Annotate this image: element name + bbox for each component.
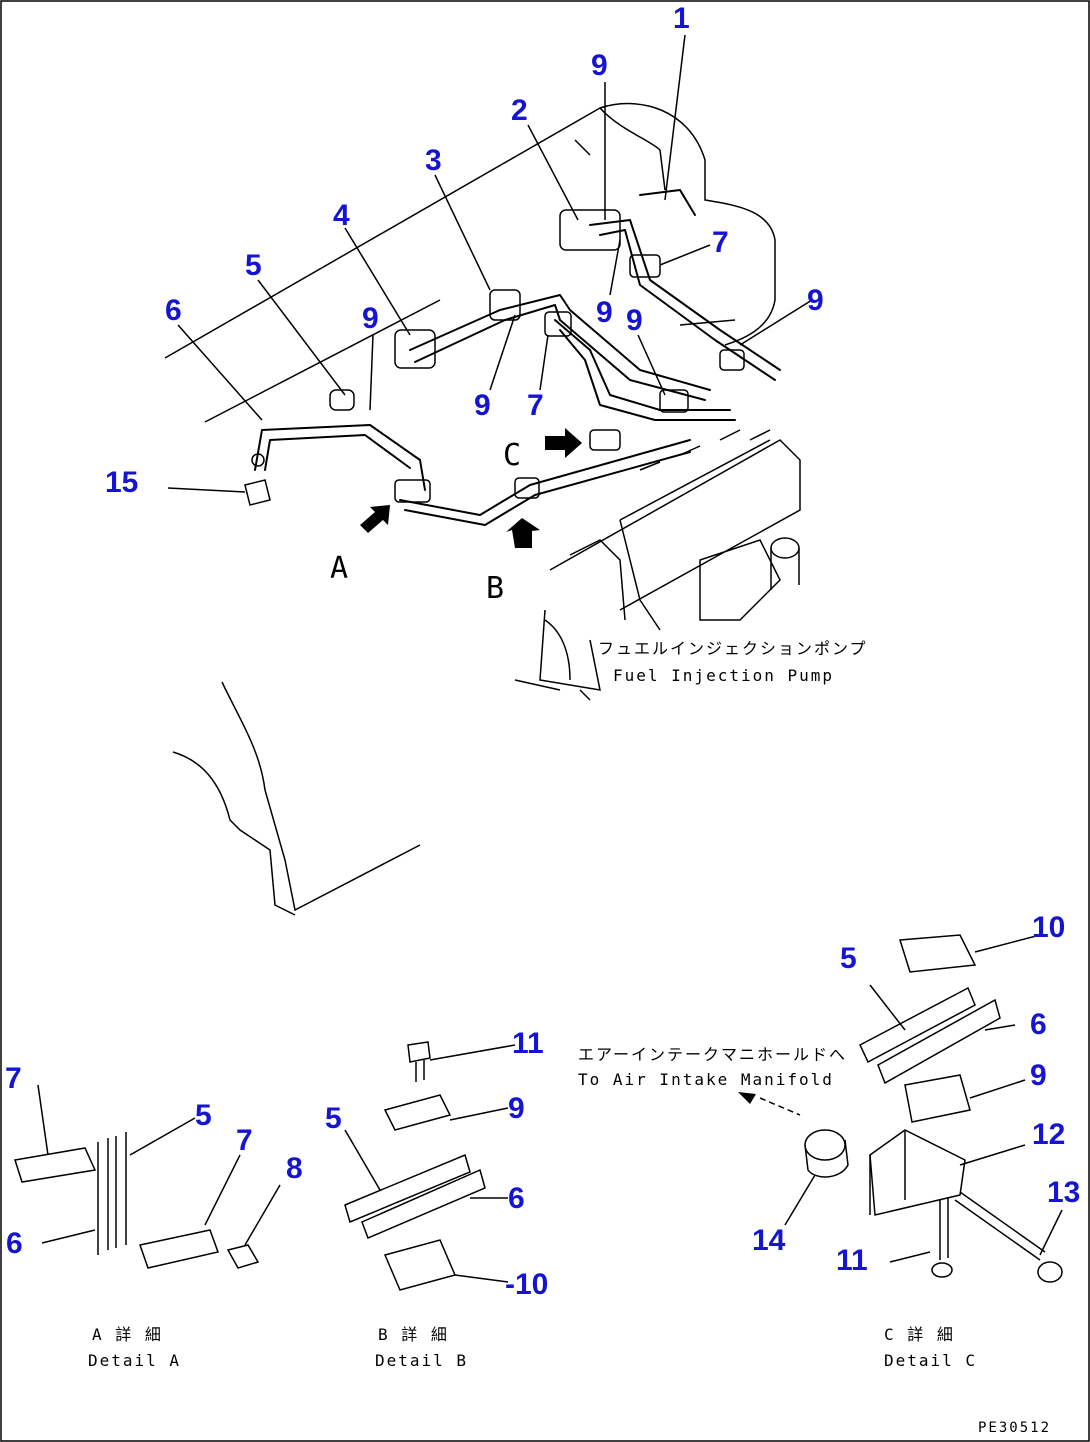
callout-5: 5 (325, 1102, 342, 1135)
callout-9: 9 (807, 284, 824, 317)
view-letter-a: A (330, 551, 348, 586)
arrow-a (360, 505, 390, 533)
callout-1: 1 (673, 2, 690, 35)
callout-6: 6 (165, 294, 182, 327)
callout-14: 14 (752, 1224, 786, 1257)
view-arrows (360, 428, 582, 548)
callout-3: 3 (425, 144, 442, 177)
leader-lines (167, 34, 813, 493)
pump-label-en: Fuel Injection Pump (613, 666, 834, 685)
detail-c-parts (738, 934, 1063, 1283)
pump-label-jp: フュエルインジェクションポンプ (598, 639, 868, 658)
callout-9: 9 (596, 296, 613, 329)
callout-9: 9 (591, 49, 608, 82)
view-letter-c: C (503, 438, 521, 473)
manifold-label-jp: エアーインテークマニホールドへ (578, 1045, 847, 1064)
detail-b-parts (344, 1041, 516, 1291)
callout-2: 2 (511, 94, 528, 127)
callout-12: 12 (1032, 1118, 1065, 1151)
detail-a-caption-en: Detail A (88, 1351, 181, 1370)
callout-6: 6 (508, 1182, 525, 1215)
callout-6: 6 (6, 1227, 23, 1260)
callout-7: 7 (712, 226, 729, 259)
callout-4: 4 (333, 199, 350, 232)
callouts-detail-a: 7 5 7 8 6 (5, 1062, 303, 1260)
manifold-label-en: To Air Intake Manifold (578, 1070, 834, 1089)
detail-a-parts (14, 1084, 281, 1269)
callout-13: 13 (1047, 1176, 1080, 1209)
callout-8: 8 (286, 1152, 303, 1185)
callout-7: 7 (5, 1062, 22, 1095)
callout-11: 11 (836, 1244, 868, 1277)
callouts-detail-b: 11 5 9 6 -10 (325, 1027, 548, 1301)
callout-9: 9 (362, 302, 379, 335)
callout-15: 15 (105, 466, 138, 499)
callout-7: 7 (527, 389, 544, 422)
callout-5: 5 (840, 942, 857, 975)
callout-10: -10 (505, 1268, 548, 1301)
detail-b-caption-jp: B 詳 細 (378, 1325, 449, 1344)
engine-outline (164, 102, 776, 916)
fuel-injection-pump (514, 429, 801, 701)
callout-9: 9 (508, 1092, 525, 1125)
detail-c-caption-jp: C 詳 細 (884, 1325, 955, 1344)
drawing-code: PE30512 (978, 1420, 1051, 1436)
callouts-detail-c: 10 5 6 9 12 13 14 11 (752, 911, 1080, 1277)
callout-9: 9 (474, 389, 491, 422)
callout-9: 9 (626, 304, 643, 337)
detail-b-caption-en: Detail B (375, 1351, 468, 1370)
detail-c-caption-en: Detail C (884, 1351, 977, 1370)
arrow-b (506, 518, 540, 548)
callout-5: 5 (245, 249, 262, 282)
callout-7: 7 (236, 1124, 253, 1157)
detail-a-caption-jp: A 詳 細 (92, 1325, 163, 1344)
callout-11: 11 (512, 1027, 544, 1060)
callout-5: 5 (195, 1099, 212, 1132)
fuel-pipes (244, 189, 781, 526)
arrow-c (545, 428, 582, 458)
view-letter-b: B (486, 571, 504, 606)
callout-10: 10 (1032, 911, 1065, 944)
callouts-main: 1 9 2 3 4 5 6 9 7 9 9 9 9 7 9 15 (105, 2, 824, 499)
callout-6: 6 (1030, 1008, 1047, 1041)
callout-9: 9 (1030, 1059, 1047, 1092)
